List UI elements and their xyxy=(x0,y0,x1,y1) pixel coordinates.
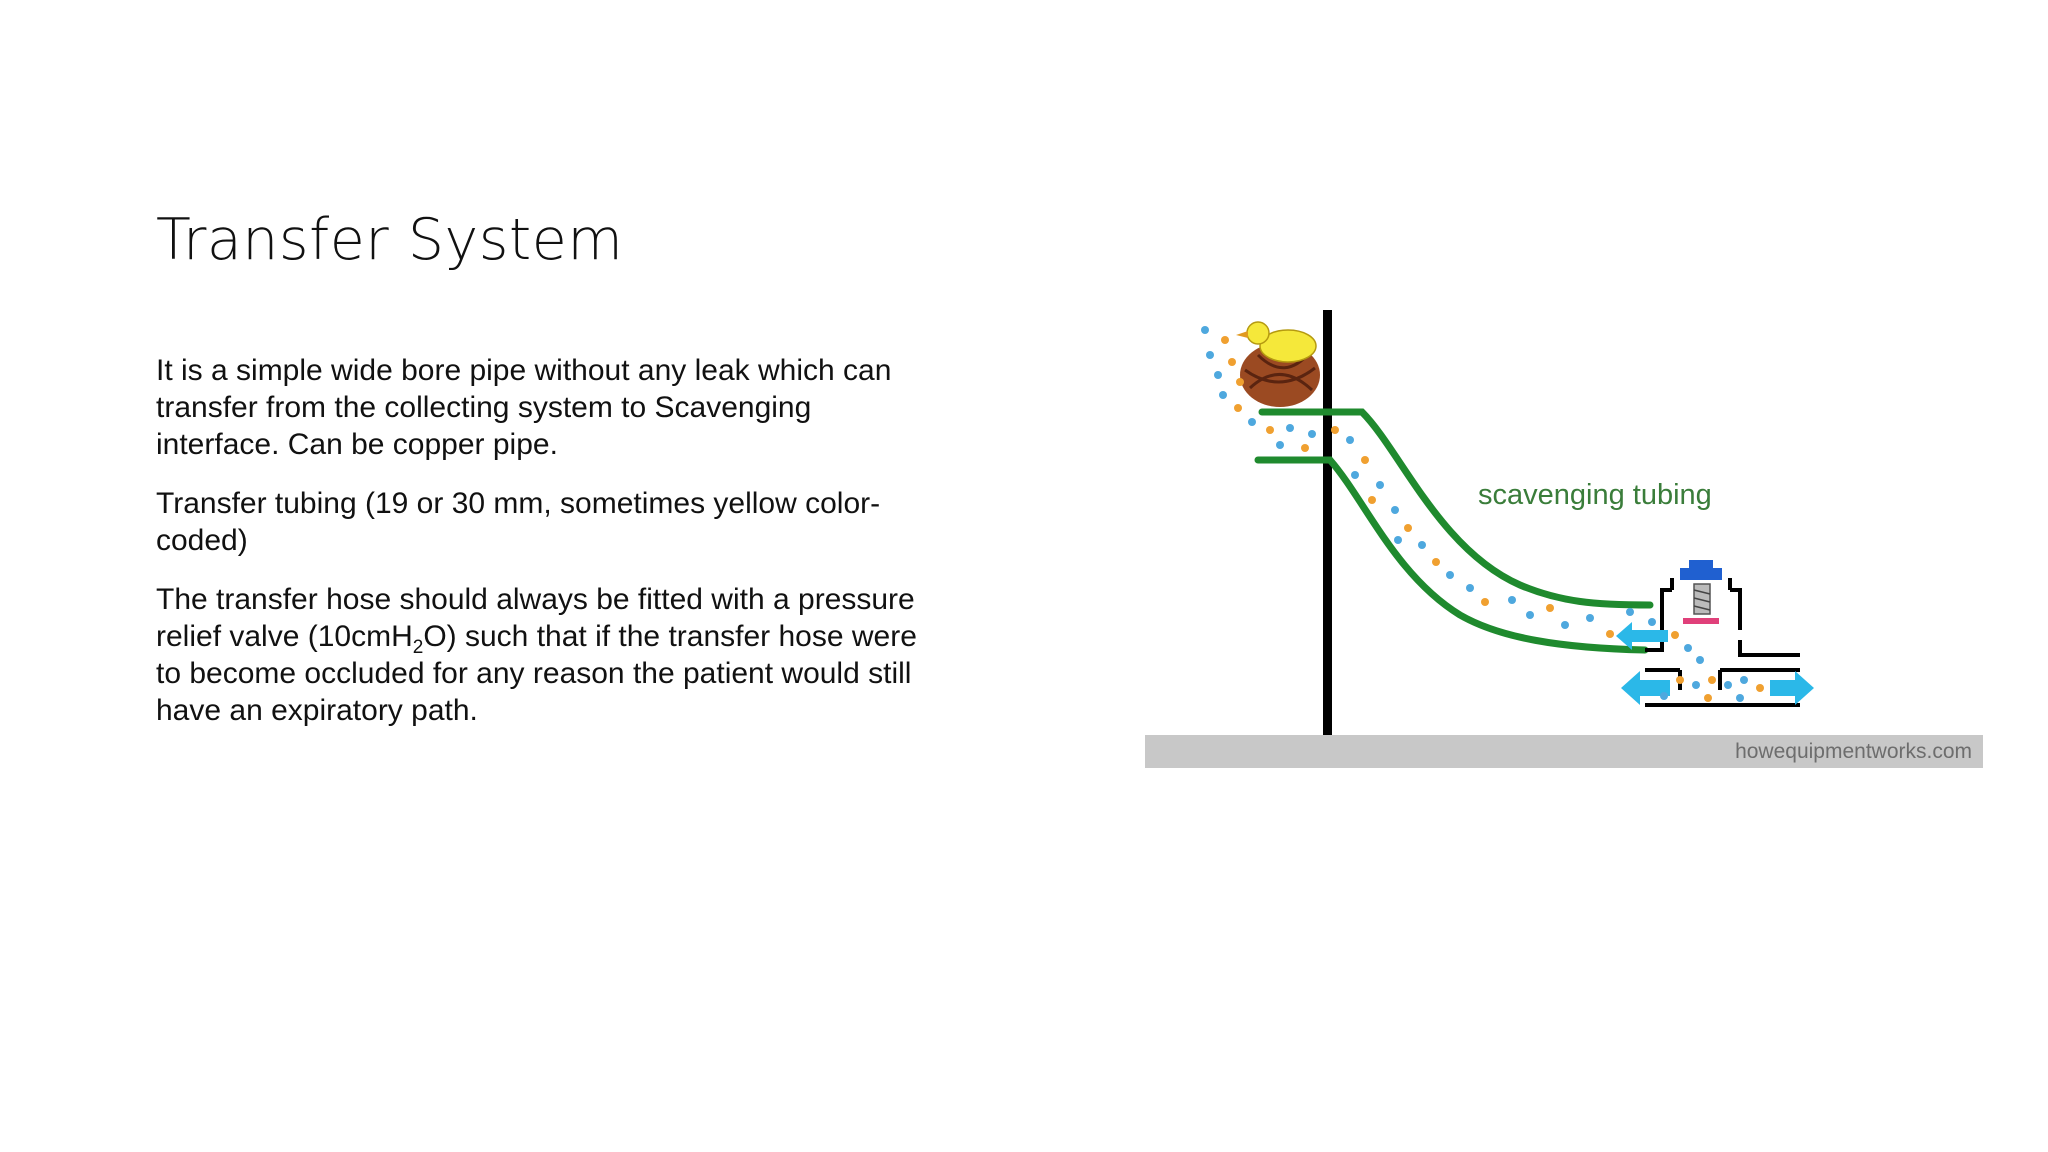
scavenging-tubing-diagram: howequipmentworks.com scavenging tubing xyxy=(1140,300,1985,770)
valve-disc xyxy=(1683,618,1719,624)
arrow-bottom-left xyxy=(1621,671,1670,705)
paragraph-3-part-1: The transfer hose should always be fitte… xyxy=(156,583,915,653)
watermark-text: howequipmentworks.com xyxy=(1735,740,1972,763)
gas-molecules xyxy=(1201,326,1764,702)
tubing-lower-wall xyxy=(1254,456,1649,654)
bird-body xyxy=(1259,329,1317,363)
tubing-upper-wall xyxy=(1258,408,1654,609)
arrow-into-valve xyxy=(1616,622,1668,650)
paragraph-1: It is a simple wide bore pipe without an… xyxy=(156,354,892,461)
valve-cap-top xyxy=(1689,560,1713,570)
arrow-bottom-right xyxy=(1770,671,1814,705)
paragraph-3: The transfer hose should always be fitte… xyxy=(156,581,936,729)
valve-cap xyxy=(1680,568,1722,580)
paragraph-2: Transfer tubing (19 or 30 mm, sometimes … xyxy=(156,487,881,557)
subscript-2: 2 xyxy=(412,637,424,658)
bird-beak xyxy=(1236,331,1248,338)
tubing-label: scavenging tubing xyxy=(1478,479,1712,511)
body-text: It is a simple wide bore pipe without an… xyxy=(156,352,936,751)
diagram-svg: howequipmentworks.com scavenging tubing xyxy=(1145,310,1983,768)
floor-bar xyxy=(1145,735,1983,768)
slide-title: Transfer System xyxy=(156,207,624,273)
valve-spring-coils xyxy=(1693,589,1711,611)
bird-head xyxy=(1246,321,1270,345)
paragraph-3-part-2: O) such that if the transfer hose were t… xyxy=(156,620,917,727)
pole xyxy=(1323,310,1332,735)
